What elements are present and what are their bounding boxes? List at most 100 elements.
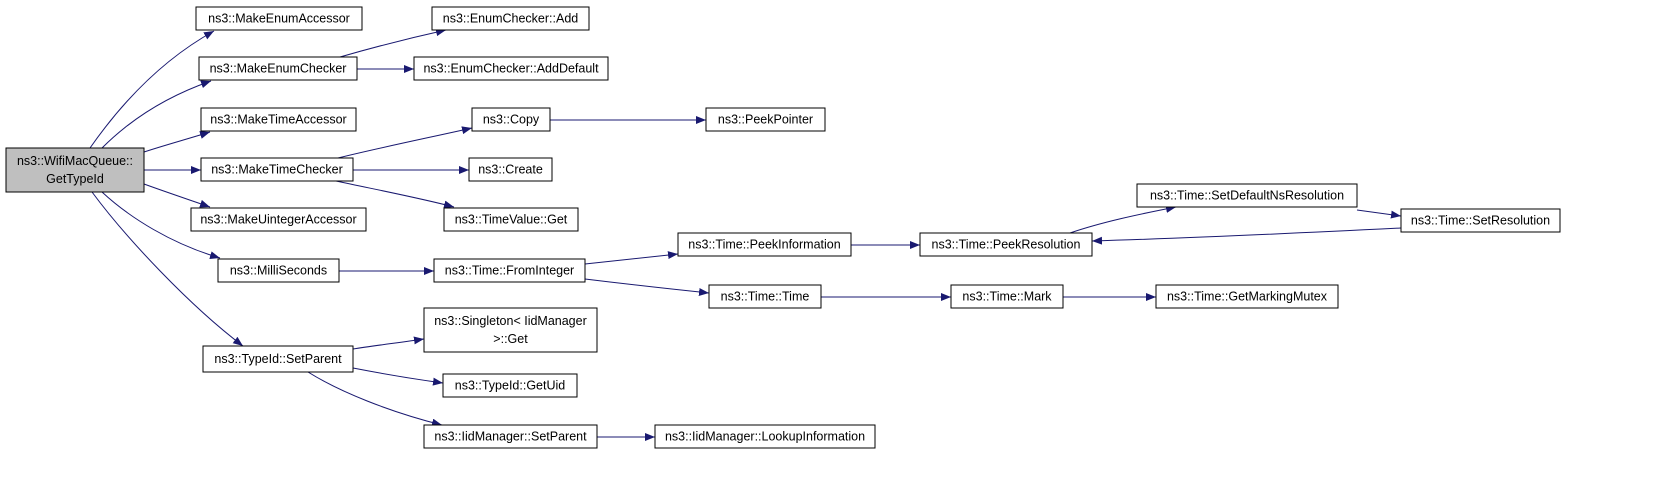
- call-edges: [89, 28, 1402, 441]
- edge-time-set-resolution-to-time-peek-resolution: [1091, 227, 1402, 245]
- node-label: ns3::Time::PeekResolution: [932, 238, 1081, 252]
- node-label: ns3::Copy: [483, 113, 540, 127]
- node-time-value-get[interactable]: ns3::TimeValue::Get: [443, 207, 579, 232]
- node-label: ns3::MakeTimeAccessor: [210, 113, 346, 127]
- node-label: ns3::MakeTimeChecker: [211, 163, 343, 177]
- node-label: ns3::EnumChecker::Add: [443, 12, 579, 26]
- edge-time-from-integer-to-time-peek-information: [584, 251, 679, 265]
- node-label: >::Get: [493, 332, 528, 346]
- node-label: ns3::MilliSeconds: [230, 264, 327, 278]
- node-label: ns3::EnumChecker::AddDefault: [423, 62, 599, 76]
- node-make-enum-accessor[interactable]: ns3::MakeEnumAccessor: [195, 6, 363, 31]
- edge-root-to-make-enum-checker: [101, 80, 212, 149]
- node-label: ns3::IidManager::LookupInformation: [665, 430, 865, 444]
- node-label: ns3::Time::FromInteger: [445, 264, 574, 278]
- node-label: ns3::PeekPointer: [718, 113, 813, 127]
- edge-time-peek-resolution-to-time-set-default-ns-resolution: [1069, 204, 1177, 234]
- node-box: [433, 258, 586, 283]
- node-box: [190, 207, 367, 232]
- node-time-peek-information[interactable]: ns3::Time::PeekInformation: [677, 232, 852, 257]
- node-box: [431, 6, 590, 31]
- node-box: [654, 424, 876, 449]
- node-box: [1136, 183, 1358, 208]
- node-time-mark[interactable]: ns3::Time::Mark: [950, 284, 1064, 309]
- node-make-time-accessor[interactable]: ns3::MakeTimeAccessor: [200, 107, 357, 132]
- edge-type-id-set-parent-to-type-id-get-uid: [352, 367, 444, 386]
- node-time-set-default-ns-resolution[interactable]: ns3::Time::SetDefaultNsResolution: [1136, 183, 1358, 208]
- node-box: [5, 147, 145, 193]
- node-time-set-resolution[interactable]: ns3::Time::SetResolution: [1400, 208, 1561, 233]
- node-label: ns3::TimeValue::Get: [455, 213, 568, 227]
- node-create[interactable]: ns3::Create: [468, 157, 553, 182]
- node-time-from-integer[interactable]: ns3::Time::FromInteger: [433, 258, 586, 283]
- node-peek-pointer[interactable]: ns3::PeekPointer: [705, 107, 826, 132]
- node-singleton-get[interactable]: ns3::Singleton< IidManager>::Get: [423, 307, 598, 353]
- node-box: [1400, 208, 1561, 233]
- node-label: ns3::Time::PeekInformation: [688, 238, 840, 252]
- node-type-id-get-uid[interactable]: ns3::TypeId::GetUid: [442, 373, 578, 398]
- node-box: [677, 232, 852, 257]
- node-box: [708, 284, 822, 309]
- edge-make-time-checker-to-copy: [337, 126, 473, 159]
- node-box: [198, 56, 358, 81]
- node-box: [200, 157, 354, 182]
- node-label: ns3::MakeEnumAccessor: [208, 12, 350, 26]
- node-label: ns3::MakeEnumChecker: [210, 62, 347, 76]
- node-milli-seconds[interactable]: ns3::MilliSeconds: [217, 258, 340, 283]
- node-box: [217, 258, 340, 283]
- edge-root-to-make-time-accessor: [143, 131, 211, 153]
- node-time-time[interactable]: ns3::Time::Time: [708, 284, 822, 309]
- node-box: [195, 6, 363, 31]
- node-box: [200, 107, 357, 132]
- edge-time-from-integer-to-time-time: [584, 278, 710, 296]
- node-label: GetTypeId: [46, 172, 104, 186]
- edge-make-time-checker-to-time-value-get: [335, 180, 455, 209]
- node-label: ns3::Time::SetResolution: [1411, 214, 1550, 228]
- edge-type-id-set-parent-to-singleton-get: [352, 336, 425, 350]
- node-box: [468, 157, 553, 182]
- node-make-time-checker[interactable]: ns3::MakeTimeChecker: [200, 157, 354, 182]
- node-label: ns3::Singleton< IidManager: [434, 314, 587, 328]
- node-label: ns3::Create: [478, 163, 543, 177]
- edge-root-to-type-id-set-parent: [91, 191, 244, 347]
- edge-make-enum-checker-to-enum-checker-add: [339, 28, 447, 58]
- node-label: ns3::Time::Time: [721, 290, 810, 304]
- node-label: ns3::IidManager::SetParent: [434, 430, 587, 444]
- node-box: [471, 107, 551, 132]
- node-label: ns3::MakeUintegerAccessor: [200, 213, 356, 227]
- node-iid-manager-lookup-information[interactable]: ns3::IidManager::LookupInformation: [654, 424, 876, 449]
- node-label: ns3::Time::SetDefaultNsResolution: [1150, 189, 1344, 203]
- call-nodes: ns3::WifiMacQueue::GetTypeId ns3::MakeEnu…: [5, 6, 1561, 449]
- edge-root-to-make-enum-accessor: [89, 30, 215, 149]
- node-label: ns3::WifiMacQueue::: [17, 154, 133, 168]
- node-box: [423, 424, 598, 449]
- node-box: [950, 284, 1064, 309]
- node-time-peek-resolution[interactable]: ns3::Time::PeekResolution: [919, 232, 1093, 257]
- node-box: [919, 232, 1093, 257]
- edge-root-to-milli-seconds: [101, 191, 221, 260]
- node-box: [1155, 284, 1339, 309]
- node-label: ns3::TypeId::GetUid: [455, 379, 566, 393]
- node-root[interactable]: ns3::WifiMacQueue::GetTypeId: [5, 147, 145, 193]
- node-label: ns3::Time::Mark: [962, 290, 1052, 304]
- edge-root-to-make-uinteger-accessor: [143, 183, 211, 208]
- node-box: [442, 373, 578, 398]
- node-iid-manager-set-parent[interactable]: ns3::IidManager::SetParent: [423, 424, 598, 449]
- node-copy[interactable]: ns3::Copy: [471, 107, 551, 132]
- node-make-uinteger-accessor[interactable]: ns3::MakeUintegerAccessor: [190, 207, 367, 232]
- node-box: [705, 107, 826, 132]
- node-type-id-set-parent[interactable]: ns3::TypeId::SetParent: [202, 345, 354, 373]
- node-enum-checker-add-default[interactable]: ns3::EnumChecker::AddDefault: [413, 56, 609, 81]
- node-time-get-marking-mutex[interactable]: ns3::Time::GetMarkingMutex: [1155, 284, 1339, 309]
- node-label: ns3::Time::GetMarkingMutex: [1167, 290, 1328, 304]
- node-box: [202, 345, 354, 373]
- node-box: [443, 207, 579, 232]
- edge-time-set-default-ns-resolution-to-time-set-resolution: [1356, 209, 1402, 219]
- node-label: ns3::TypeId::SetParent: [214, 352, 342, 366]
- node-box: [423, 307, 598, 353]
- node-make-enum-checker[interactable]: ns3::MakeEnumChecker: [198, 56, 358, 81]
- node-box: [413, 56, 609, 81]
- node-enum-checker-add[interactable]: ns3::EnumChecker::Add: [431, 6, 590, 31]
- edge-type-id-set-parent-to-iid-manager-set-parent: [307, 371, 443, 427]
